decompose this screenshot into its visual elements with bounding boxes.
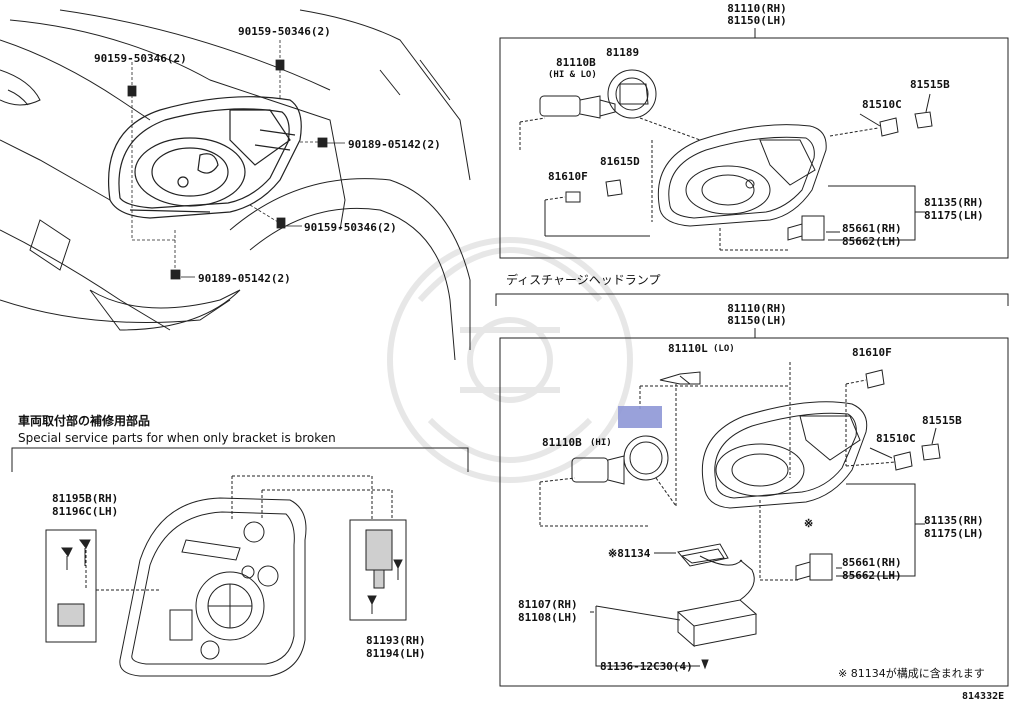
headlamp-top-left — [108, 96, 302, 219]
bracket-section-title-jp: 車両取付部の補修用部品 — [18, 414, 151, 428]
label-81135-bottom: 81135(RH) — [924, 514, 984, 527]
label-81610f-bottom: 81610F — [852, 346, 892, 359]
label-81193: 81193(RH) — [366, 634, 426, 647]
bracket-parts-art — [57, 529, 403, 627]
label-bolt-90159-left: 90159-50346(2) — [94, 52, 187, 65]
discharge-frame — [495, 293, 1009, 687]
label-81194: 81194(LH) — [366, 647, 426, 660]
label-bolt-90189-bottom: 90189-05142(2) — [198, 272, 291, 285]
label-85661-bottom: 85661(RH) — [842, 556, 902, 569]
label-star-mark: ※ — [804, 517, 814, 530]
highlighted-part-marker — [618, 406, 662, 428]
label-81110l-lo-note: (LO) — [713, 344, 735, 354]
top-right-parts-art — [519, 69, 933, 251]
top-right-frame — [499, 28, 1009, 259]
car-front-illustration — [0, 9, 471, 361]
discharge-parts-art — [539, 362, 941, 670]
label-81107: 81107(RH) — [518, 598, 578, 611]
label-85662-top: 85662(LH) — [842, 235, 902, 248]
label-81510c-bottom: 81510C — [876, 432, 916, 445]
label-81110b-bottom: 81110B — [542, 436, 582, 449]
label-81175-top: 81175(LH) — [924, 209, 984, 222]
label-81108: 81108(LH) — [518, 611, 578, 624]
label-85661-top: 85661(RH) — [842, 222, 902, 235]
figure-id: 814332E — [962, 691, 1005, 702]
label-bolt-90189-right: 90189-05142(2) — [348, 138, 441, 151]
label-81515b-top: 81515B — [910, 78, 950, 91]
label-81110l: 81110L — [668, 342, 708, 355]
label-81610f-top: 81610F — [548, 170, 588, 183]
label-81110b-top: 81110B — [556, 56, 596, 69]
discharge-section-title: ディスチャージヘッドランプ — [506, 273, 661, 287]
bracket-headlamp-rear-art — [85, 475, 393, 677]
label-bolt-90159-lower: 90159-50346(2) — [304, 221, 397, 234]
label-81110b-hilo-note: (HI & LO) — [548, 70, 597, 80]
label-81134: ※81134 — [608, 547, 651, 560]
bracket-section-frame — [11, 447, 469, 643]
label-bolt-90159-top-center: 90159-50346(2) — [238, 25, 331, 38]
label-81136: 81136-12C30(4) — [600, 660, 693, 673]
label-81189: 81189 — [606, 46, 640, 59]
label-assembly-81150-bottom: 81150(LH) — [727, 314, 787, 327]
label-81615d: 81615D — [600, 155, 640, 168]
label-81110b-hi-note: (HI) — [590, 438, 612, 448]
label-assembly-81110-top: 81110(RH) — [727, 2, 787, 15]
label-81515b-bottom: 81515B — [922, 414, 962, 427]
watermark-emblem — [387, 237, 633, 483]
label-85662-bottom: 85662(LH) — [842, 569, 902, 582]
label-81195b: 81195B(RH) — [52, 492, 119, 505]
bracket-section-title-en: Special service parts for when only brac… — [18, 431, 336, 445]
label-81135-top: 81135(RH) — [924, 196, 984, 209]
bolt-callouts-top-left — [127, 40, 345, 280]
label-81510c-top: 81510C — [862, 98, 902, 111]
label-assembly-81150-top: 81150(LH) — [727, 14, 787, 27]
label-81175-bottom: 81175(LH) — [924, 527, 984, 540]
label-assembly-81110-bottom: 81110(RH) — [727, 302, 787, 315]
discharge-footnote: ※ 81134が構成に含まれます — [838, 667, 985, 680]
label-81196c: 81196C(LH) — [52, 505, 119, 518]
